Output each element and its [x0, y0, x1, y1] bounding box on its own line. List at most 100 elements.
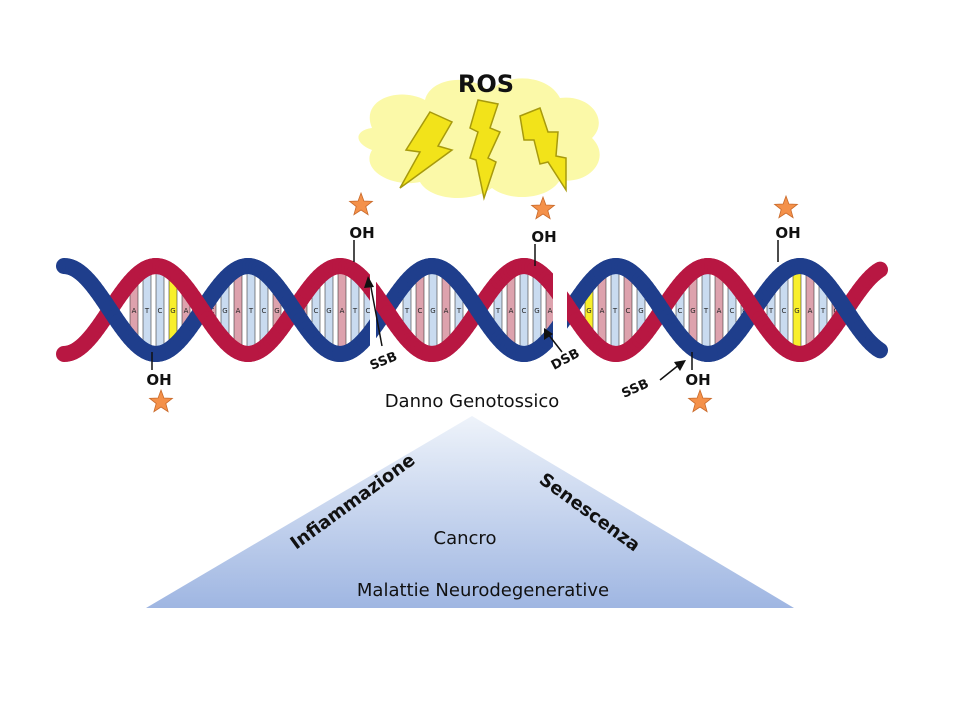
- strand-blue-segment: [554, 308, 574, 330]
- strand-blue-segment: [362, 320, 382, 341]
- base-letter: G: [430, 307, 435, 315]
- base-letter: A: [808, 307, 813, 315]
- base-letter: T: [456, 307, 462, 315]
- base-letter: G: [274, 307, 279, 315]
- ros-title: ROS: [458, 70, 514, 98]
- lightning-bolt-center-icon: [469, 99, 502, 201]
- base-letter: T: [144, 307, 150, 315]
- base-pair: T: [350, 275, 360, 345]
- base-letter: G: [638, 307, 643, 315]
- base-letter: A: [600, 307, 605, 315]
- base-letter: G: [794, 307, 799, 315]
- strand-red-segment: [869, 261, 888, 280]
- star-icon: [773, 194, 799, 219]
- strand-red-segment: [551, 285, 571, 307]
- oxidation-mark-top-2: OH: [530, 195, 557, 266]
- base-pair: G: [428, 269, 438, 351]
- base-letter: C: [158, 307, 163, 315]
- base-pair: A: [506, 273, 516, 347]
- strand-blue-segment: [548, 317, 568, 339]
- base-pair: T: [701, 269, 711, 351]
- base-letter: T: [768, 307, 774, 315]
- base-pair: C: [415, 273, 425, 347]
- base-letter: A: [548, 307, 553, 315]
- star-icon: [687, 388, 713, 413]
- ssb-arrow-head-2: [674, 360, 686, 371]
- oh-label: OH: [146, 371, 171, 389]
- oh-label: OH: [531, 228, 556, 246]
- base-letter: T: [352, 307, 358, 315]
- pyramid-shape: [146, 416, 794, 608]
- base-pair: C: [259, 276, 269, 344]
- oxidation-mark-bottom-2: OH: [685, 352, 713, 413]
- strand-blue-segment: [545, 321, 565, 343]
- base-pair: A: [597, 274, 607, 346]
- base-letter: T: [495, 307, 501, 315]
- base-letter: C: [678, 307, 683, 315]
- base-pair: T: [610, 269, 620, 351]
- base-pair: G: [532, 273, 542, 347]
- base-pair: A: [714, 272, 724, 348]
- base-letter: C: [262, 307, 267, 315]
- pyramid-base-label: Malattie Neurodegenerative: [357, 580, 609, 601]
- oxidation-marks: OH OH OH OH OH: [146, 191, 801, 413]
- base-letter: G: [170, 307, 175, 315]
- base-letter: A: [184, 307, 189, 315]
- oxidation-mark-top-3: OH: [773, 194, 801, 262]
- base-pair: A: [805, 272, 815, 348]
- base-letter: A: [509, 307, 514, 315]
- base-pair: C: [155, 270, 165, 350]
- lightning-bolts: [399, 99, 567, 201]
- dsb-label: DSB: [549, 346, 583, 373]
- oxidation-mark-bottom-1: OH: [146, 352, 174, 413]
- dsb-arrow: [547, 333, 563, 353]
- base-letter: A: [340, 307, 345, 315]
- consequences-pyramid: Infiammazione Senescenza Cancro Malattie…: [146, 416, 794, 608]
- ssb-label-1: SSB: [368, 349, 400, 373]
- base-pair: G: [792, 269, 802, 351]
- star-icon: [530, 195, 556, 220]
- ssb-arrow-head: [364, 276, 374, 288]
- base-letter: T: [404, 307, 410, 315]
- star-icon: [148, 388, 174, 413]
- base-pair: T: [142, 271, 152, 349]
- base-letter: C: [626, 307, 631, 315]
- strand-red-segment: [545, 277, 565, 299]
- ssb-label-2: SSB: [620, 377, 652, 402]
- lightning-bolt-right-icon: [519, 107, 567, 193]
- base-letter: G: [586, 307, 591, 315]
- strand-red-segment: [548, 281, 568, 303]
- base-letter: A: [717, 307, 722, 315]
- base-pair: C: [623, 273, 633, 347]
- base-pair-rungs: ATCGACGATCGACGATCTCGATTACGAGATCGCGTACGTC…: [129, 269, 841, 351]
- base-letter: C: [782, 307, 787, 315]
- base-letter: G: [690, 307, 695, 315]
- dna-strands: [56, 258, 888, 362]
- base-letter: T: [612, 307, 618, 315]
- base-letter: T: [703, 307, 709, 315]
- oh-label: OH: [775, 224, 800, 242]
- base-pair: C: [519, 269, 529, 351]
- base-letter: C: [314, 307, 319, 315]
- base-pair: G: [324, 272, 334, 348]
- base-letter: T: [248, 307, 254, 315]
- dna-helix: ATCGACGATCGACGATCTCGATTACGAGATCGCGTACGTC…: [56, 258, 888, 362]
- base-letter: T: [820, 307, 826, 315]
- ssb-arrow-2: [659, 363, 681, 381]
- oh-label: OH: [349, 224, 374, 242]
- dsb-arrow-head: [544, 328, 553, 340]
- base-letter: C: [366, 307, 371, 315]
- strand-blue-segment: [551, 313, 571, 335]
- base-pair: G: [688, 275, 698, 345]
- base-pair: A: [233, 272, 243, 348]
- base-letter: C: [730, 307, 735, 315]
- damage-label: Danno Genotossico: [385, 391, 560, 412]
- base-letter: G: [222, 307, 227, 315]
- base-letter: A: [132, 307, 137, 315]
- oxidation-mark-top-1: OH: [348, 191, 375, 262]
- base-letter: G: [326, 307, 331, 315]
- base-letter: G: [534, 307, 539, 315]
- strand-blue-segment: [869, 340, 888, 359]
